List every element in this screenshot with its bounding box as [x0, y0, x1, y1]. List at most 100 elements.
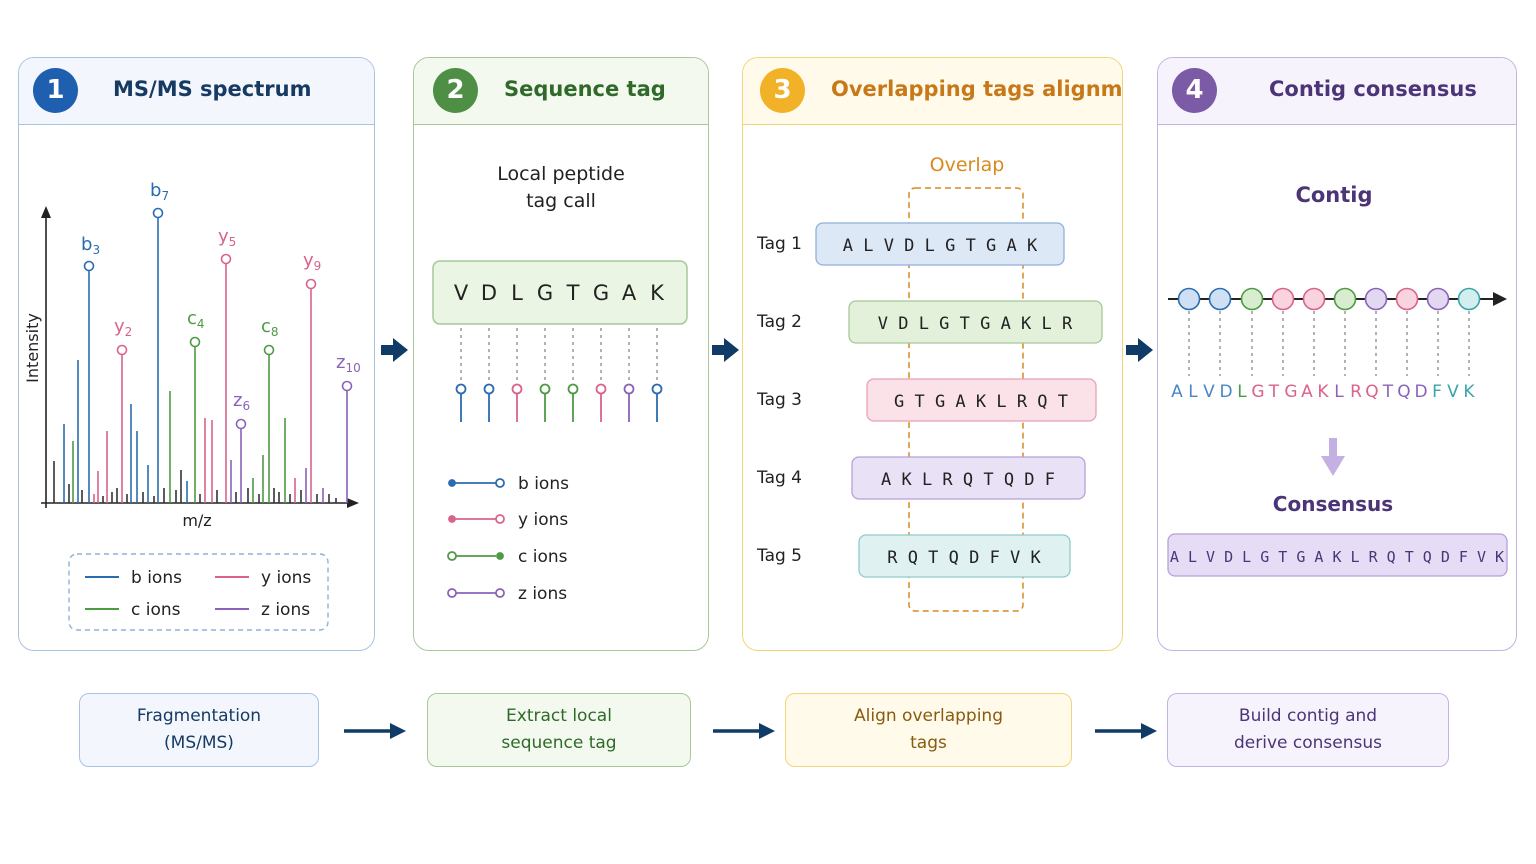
- step-box-label: Align overlapping tags: [854, 706, 1003, 753]
- step-number-badge: 2: [433, 68, 478, 113]
- tag-caption: tag call: [526, 190, 596, 212]
- overlap-region: [908, 187, 1024, 612]
- contig-residue: K: [1463, 382, 1475, 402]
- tag-ion-pins: [455, 383, 663, 422]
- contig-residue: L: [1334, 382, 1344, 402]
- x-axis-arrowhead: [347, 498, 359, 508]
- tag-box: [851, 456, 1086, 500]
- peak-label: b7: [150, 180, 169, 203]
- ion-legend: b ions y ions c ions z ions: [447, 474, 569, 604]
- peak-marker-c4: [189, 336, 201, 348]
- panel-contig: 4 Contig consensus Contig: [1157, 57, 1517, 651]
- tag-label: Tag 2: [756, 312, 802, 332]
- peak-marker-b7: [152, 207, 164, 219]
- contig-residue: L: [1237, 382, 1247, 402]
- peak-label: z10: [336, 352, 361, 375]
- ion-pin: [595, 383, 607, 395]
- contig-node: [1302, 287, 1326, 311]
- contig-residue: G: [1251, 382, 1264, 402]
- contig-residue: Q: [1397, 382, 1410, 402]
- tag-label: Tag 1: [756, 234, 802, 254]
- down-arrow-icon: [1321, 438, 1345, 476]
- contig-node: [1333, 287, 1357, 311]
- consensus-sequence: A L V D L G T G A K L R Q T Q D F V K: [1170, 548, 1504, 566]
- step-box-label: Fragmentation (MS/MS): [136, 706, 262, 753]
- contig-nodes: [1177, 287, 1481, 311]
- x-axis-label: m/z: [182, 511, 211, 530]
- tag-row-1: Tag 1 A L V D L G T G A K: [756, 222, 1065, 266]
- legend-label: b ions: [131, 568, 182, 588]
- contig-node: [1271, 287, 1295, 311]
- step-box-label: Build contig and derive consensus: [1234, 706, 1382, 753]
- contig-residue: V: [1447, 382, 1459, 402]
- step-number-badge: 3: [760, 68, 805, 113]
- tag-sequence: A K L R Q T Q D F: [881, 470, 1055, 490]
- peak-marker-y2: [116, 344, 128, 356]
- arrow-right-icon: [713, 723, 775, 739]
- panel-sequence-tag: 2 Sequence tag Local peptide tag call V …: [413, 57, 709, 651]
- contig-arrowhead: [1493, 292, 1507, 306]
- ion-pin: [539, 383, 551, 395]
- peak-label: c8: [261, 316, 279, 339]
- flow-arrow-icon: [712, 338, 739, 362]
- tag-sequence: A L V D L G T G A K: [843, 236, 1038, 256]
- panel-title: MS/MS spectrum: [113, 77, 312, 101]
- step-box-extract: Extract local sequence tag: [427, 693, 691, 767]
- tag-residue: G: [537, 281, 553, 305]
- peak-marker-c8: [263, 344, 275, 356]
- tag-residue: A: [622, 281, 637, 305]
- contig-residue: Q: [1365, 382, 1378, 402]
- y-axis-label: Intensity: [23, 313, 42, 383]
- contig-residue: R: [1350, 382, 1362, 402]
- peak-label: z6: [233, 390, 250, 413]
- peak-labels: b3 b7 y2 y5 y9 c4 c8 z6 z10: [81, 180, 361, 413]
- tag-box: [866, 378, 1097, 422]
- contig-residue: T: [1382, 382, 1394, 402]
- panel-header: 4 Contig consensus: [1158, 58, 1516, 125]
- flow-arrow-icon: [381, 338, 408, 362]
- panel-header: 3 Overlapping tags alignment: [743, 58, 1122, 125]
- peak-marker-z10: [341, 380, 353, 392]
- contig-node: [1426, 287, 1450, 311]
- tag-row-4: Tag 4 A K L R Q T Q D F: [756, 456, 1086, 500]
- contig-sequence: A L V D L G T G A K L R Q T Q D F V K: [1171, 382, 1475, 402]
- tag-residues: V D L G T G A K: [454, 281, 665, 305]
- contig-node: [1457, 287, 1481, 311]
- contig-residue: D: [1414, 382, 1427, 402]
- tag-box: [432, 260, 688, 325]
- contig-node: [1240, 287, 1264, 311]
- tag-dashed-links: [460, 328, 658, 385]
- consensus-box: [1167, 533, 1508, 577]
- step-box-contig: Build contig and derive consensus: [1167, 693, 1449, 767]
- ion-pin: [623, 383, 635, 395]
- ion-pin: [483, 383, 495, 395]
- sequence-tag-diagram: Local peptide tag call V D L G T G A K: [432, 163, 688, 604]
- tag-row-3: Tag 3 G T G A K L R Q T: [756, 378, 1097, 422]
- contig-residue: A: [1301, 382, 1313, 402]
- contig-node: [1177, 287, 1201, 311]
- legend-label: b ions: [518, 474, 569, 494]
- spectrum-peaks: [53, 213, 348, 503]
- contig-residue: K: [1317, 382, 1329, 402]
- tag-box: [815, 222, 1065, 266]
- contig-node: [1395, 287, 1419, 311]
- step-number-badge: 4: [1172, 68, 1217, 113]
- peak-label: y2: [114, 316, 132, 339]
- contig-node: [1364, 287, 1388, 311]
- tag-residue: G: [593, 281, 609, 305]
- peak-marker-b3: [83, 260, 95, 272]
- ion-pin: [511, 383, 523, 395]
- contig-node: [1208, 287, 1232, 311]
- legend-label: z ions: [261, 600, 310, 620]
- spectrum-chart: m/z Intensity: [23, 180, 361, 631]
- contig-residue: G: [1284, 382, 1297, 402]
- alignment-diagram: Overlap Tag 1 A L V D L G T G A K Tag 2 …: [756, 154, 1103, 612]
- contig-residue: A: [1171, 382, 1183, 402]
- legend-label: z ions: [518, 584, 567, 604]
- peak-marker-z6: [235, 418, 247, 430]
- tag-row-5: Tag 5 R Q T Q D F V K: [756, 534, 1071, 578]
- tag-sequence: R Q T Q D F V K: [887, 548, 1041, 568]
- y-axis-arrowhead: [41, 206, 51, 218]
- panel-title: Sequence tag: [504, 77, 666, 101]
- contig-residue: V: [1203, 382, 1215, 402]
